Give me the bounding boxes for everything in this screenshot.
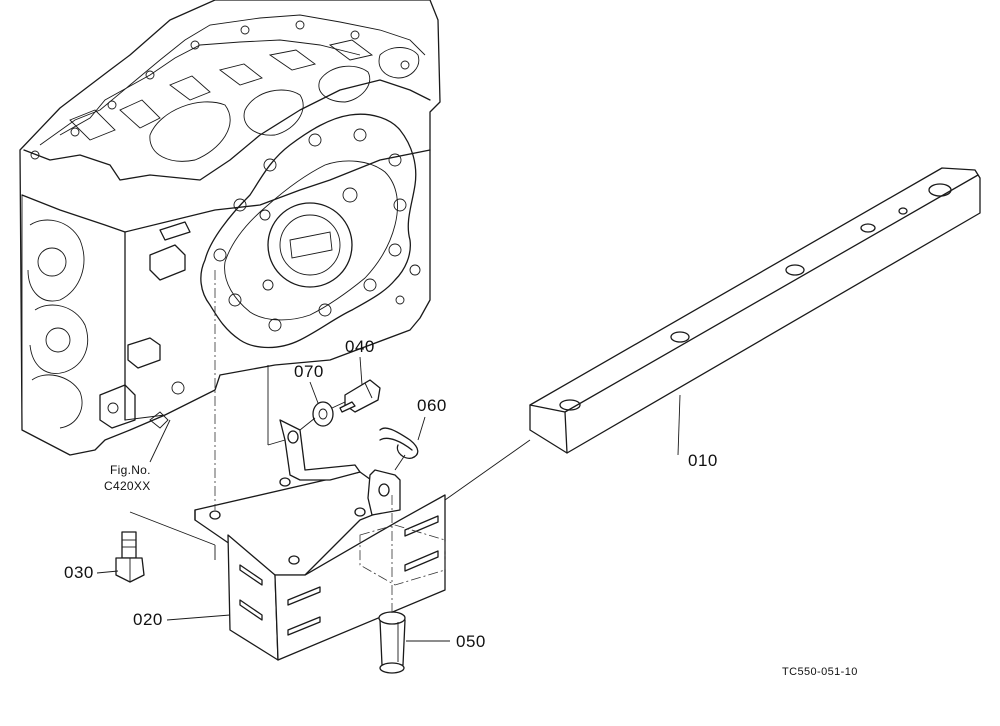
lynch-pin-060 bbox=[379, 427, 419, 459]
leader-lines bbox=[96, 356, 681, 642]
pin-050 bbox=[378, 611, 406, 674]
callout-060: 060 bbox=[417, 396, 447, 415]
bolt-040 bbox=[339, 379, 381, 413]
flange-gasket bbox=[200, 113, 417, 349]
transmission-case bbox=[19, 0, 441, 456]
callout-040: 040 bbox=[345, 337, 375, 356]
bolt-030 bbox=[115, 531, 145, 583]
washer-070 bbox=[312, 401, 334, 427]
callout-070: 070 bbox=[294, 362, 324, 381]
assembly-lines bbox=[129, 270, 531, 615]
callout-020: 020 bbox=[133, 610, 163, 629]
drawbar bbox=[529, 167, 981, 454]
drawbar-bracket bbox=[194, 419, 446, 661]
callout-010: 010 bbox=[688, 451, 718, 470]
drawing-code: TC550-051-10 bbox=[782, 666, 858, 678]
callout-030: 030 bbox=[64, 563, 94, 582]
figure-ref-number: C420XX bbox=[104, 479, 151, 493]
figure-ref-label: Fig.No. bbox=[110, 463, 151, 477]
callout-050: 050 bbox=[456, 632, 486, 651]
